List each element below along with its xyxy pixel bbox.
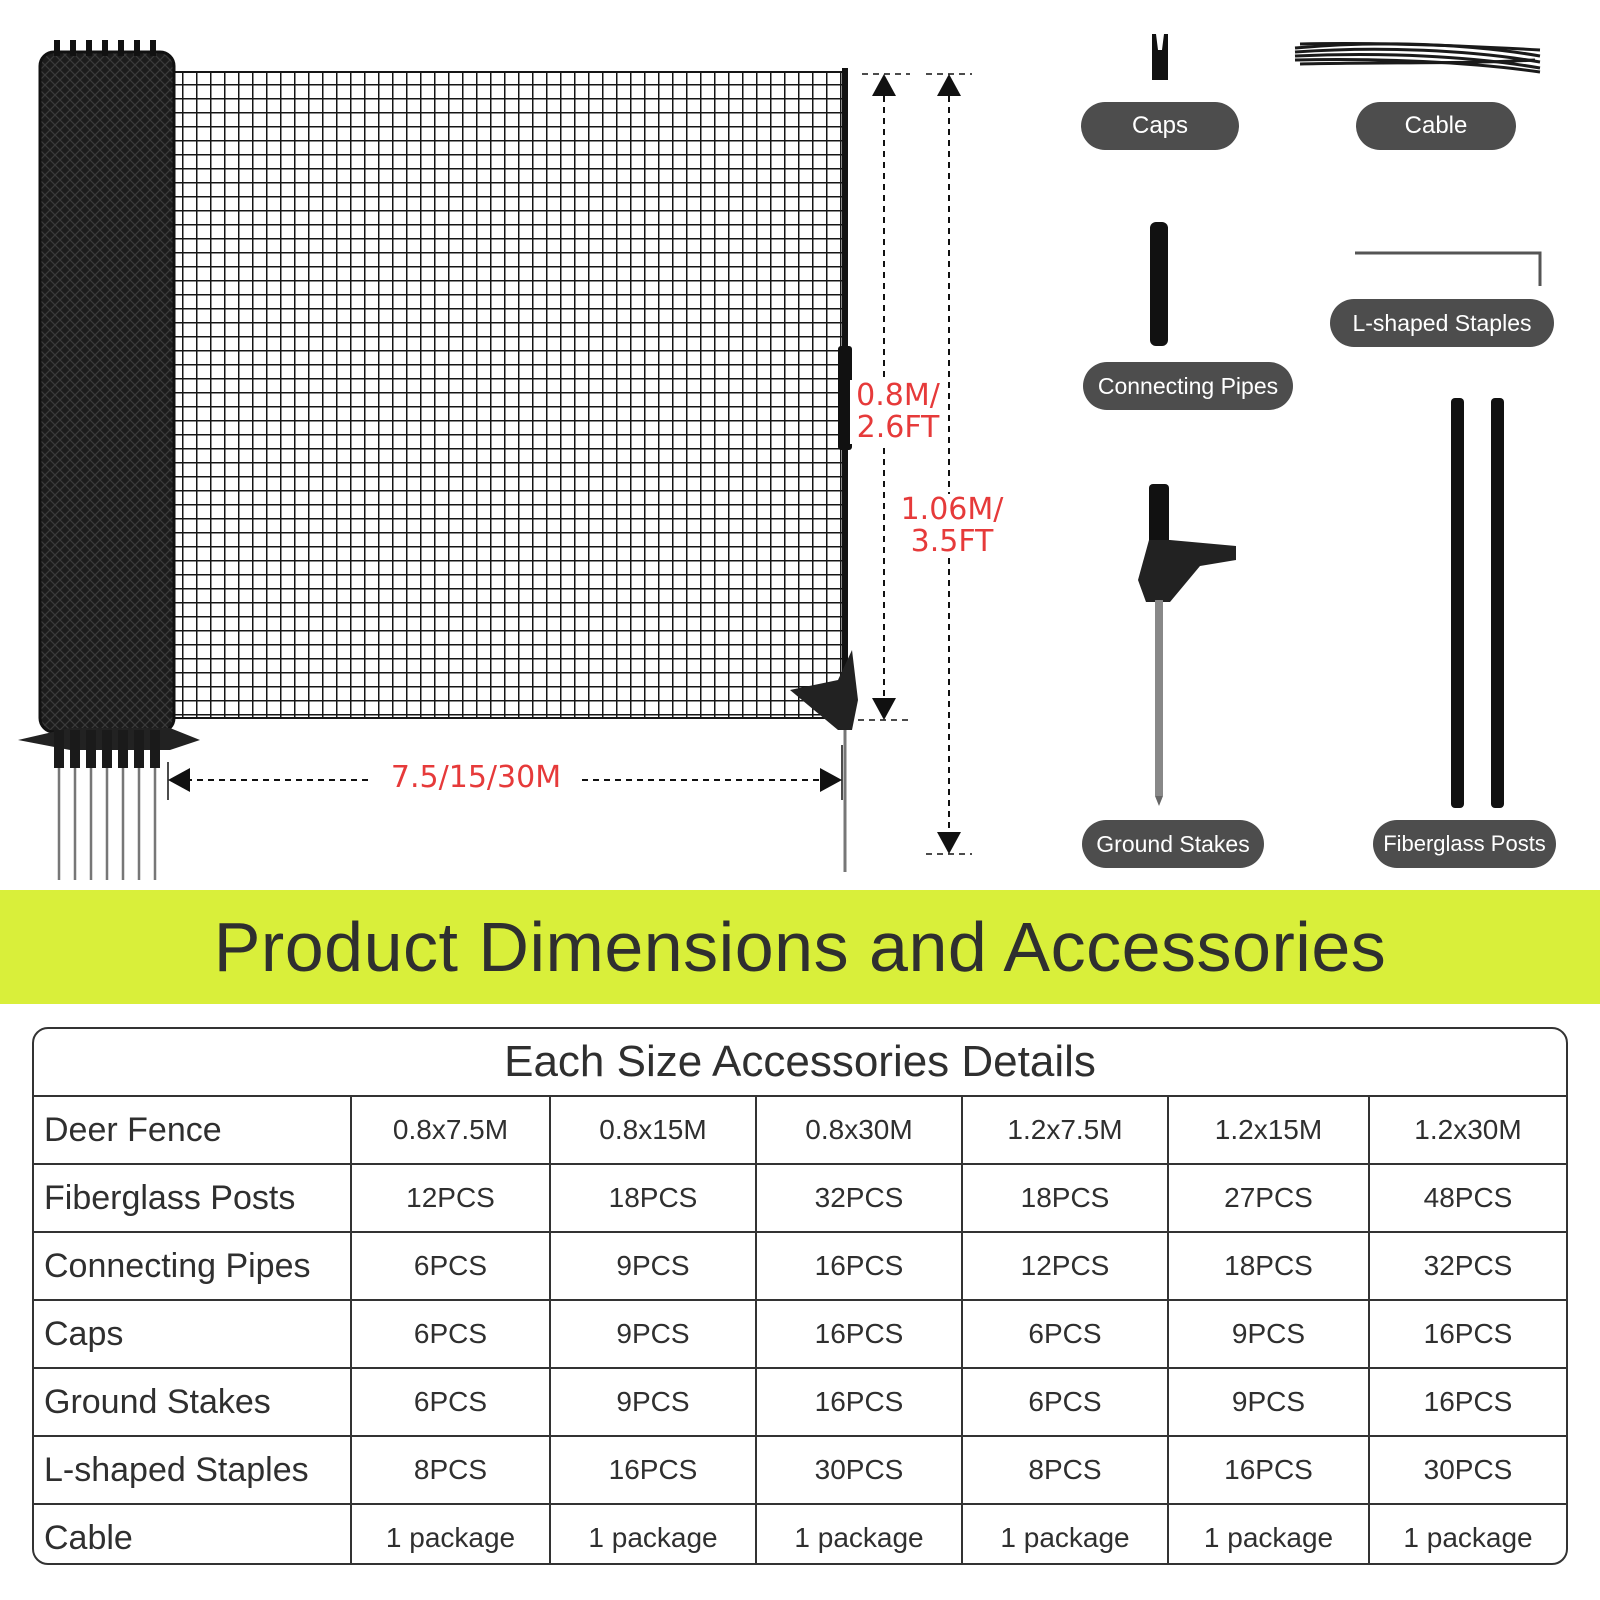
row-label: Caps <box>34 1300 352 1369</box>
outer-height-label-line2: 3.5FT <box>910 524 994 559</box>
table-cell: 9PCS <box>550 1300 757 1369</box>
inner-height-label-line2: 2.6FT <box>856 410 940 445</box>
table-cell: 0.8x15M <box>550 1097 757 1165</box>
table-cell: 16PCS <box>756 1300 963 1369</box>
fence-end-post <box>790 68 858 872</box>
table-cell: 32PCS <box>1369 1232 1566 1301</box>
table-cell: 9PCS <box>1168 1300 1370 1369</box>
row-label: Fiberglass Posts <box>34 1164 352 1233</box>
fiberglass-posts-label: Fiberglass Posts <box>1373 820 1556 868</box>
banner-title: Product Dimensions and Accessories <box>213 908 1387 986</box>
table-cell: 18PCS <box>1168 1232 1370 1301</box>
fence-mesh <box>170 72 845 718</box>
table-cell: 1.2x15M <box>1168 1097 1370 1165</box>
table-cell: 6PCS <box>351 1300 551 1369</box>
table-cell: 1 package <box>962 1504 1169 1563</box>
row-label: Ground Stakes <box>34 1368 352 1437</box>
connecting-pipe-icon <box>1150 222 1168 346</box>
product-illustration: 7.5/15/30M 0.8M/ 2.6FT 1.06M/ 3.5FT Caps… <box>18 34 1556 880</box>
outer-height-label: 1.06M/ 3.5FT <box>896 494 1008 558</box>
l-shaped-staple-icon <box>1355 251 1542 286</box>
table-cell: 9PCS <box>550 1232 757 1301</box>
table-title: Each Size Accessories Details <box>34 1029 1566 1097</box>
table-cell: 1.2x30M <box>1369 1097 1566 1165</box>
row-label: Cable <box>34 1504 352 1563</box>
table-cell: 32PCS <box>756 1164 963 1233</box>
table-cell: 16PCS <box>1168 1436 1370 1505</box>
table-cell: 30PCS <box>1369 1436 1566 1505</box>
cap-icon <box>1152 34 1168 80</box>
table-cell: 1 package <box>756 1504 963 1563</box>
ground-stake-icon <box>1138 484 1236 806</box>
table-cell: 18PCS <box>550 1164 757 1233</box>
table-cell: 9PCS <box>1168 1368 1370 1437</box>
table-cell: 1 package <box>550 1504 757 1563</box>
table-cell: 30PCS <box>756 1436 963 1505</box>
cable-label: Cable <box>1356 102 1516 150</box>
outer-height-label-line1: 1.06M/ <box>900 492 1004 527</box>
table-cell: 1 package <box>1403 1522 1533 1553</box>
table-cell: 16PCS <box>1369 1368 1566 1437</box>
width-dimension-label: 7.5/15/30M <box>372 762 580 794</box>
l-shaped-staples-label: L-shaped Staples <box>1330 299 1554 347</box>
table-cell: 16PCS <box>550 1436 757 1505</box>
table-cell: 12PCS <box>351 1164 551 1233</box>
table-cell: 16PCS <box>1369 1300 1566 1369</box>
table-cell: 0.8x30M <box>756 1097 963 1165</box>
table-cell: 6PCS <box>962 1300 1169 1369</box>
outer-height-dimension <box>926 73 972 855</box>
row-label: L-shaped Staples <box>34 1436 352 1505</box>
table-cell: 48PCS <box>1369 1164 1566 1233</box>
table-cell: 12PCS <box>962 1232 1169 1301</box>
table-cell: 0.8x7.5M <box>351 1097 551 1165</box>
table-cell: 1 package <box>1168 1504 1370 1563</box>
fence-roll <box>18 40 200 880</box>
fence-drawing <box>18 34 1542 880</box>
table-cell: 9PCS <box>550 1368 757 1437</box>
table-cell: 1.2x7.5M <box>962 1097 1169 1165</box>
table-cell: 8PCS <box>351 1436 551 1505</box>
connecting-pipes-label: Connecting Pipes <box>1083 362 1293 410</box>
table-cell: 16PCS <box>756 1368 963 1437</box>
cable-tie-icon <box>1294 41 1541 74</box>
inner-height-label-line1: 0.8M/ <box>856 378 940 413</box>
row-label: Connecting Pipes <box>34 1232 352 1301</box>
table-cell: 27PCS <box>1168 1164 1370 1233</box>
fiberglass-posts-icon <box>1451 398 1504 808</box>
table-cell: 6PCS <box>962 1368 1169 1437</box>
row-label: Deer Fence <box>34 1097 352 1165</box>
ground-stakes-label: Ground Stakes <box>1082 820 1264 868</box>
banner: Product Dimensions and Accessories <box>0 890 1600 1004</box>
accessories-table: Each Size Accessories Details Deer Fence… <box>32 1027 1568 1565</box>
table-cell: 6PCS <box>351 1232 551 1301</box>
table-cell: 1 package <box>351 1504 551 1563</box>
table-cell: 16PCS <box>756 1232 963 1301</box>
table-cell: 18PCS <box>962 1164 1169 1233</box>
table-cell: 8PCS <box>962 1436 1169 1505</box>
caps-label: Caps <box>1081 102 1239 150</box>
table-cell: 6PCS <box>351 1368 551 1437</box>
inner-height-label: 0.8M/ 2.6FT <box>850 380 946 444</box>
